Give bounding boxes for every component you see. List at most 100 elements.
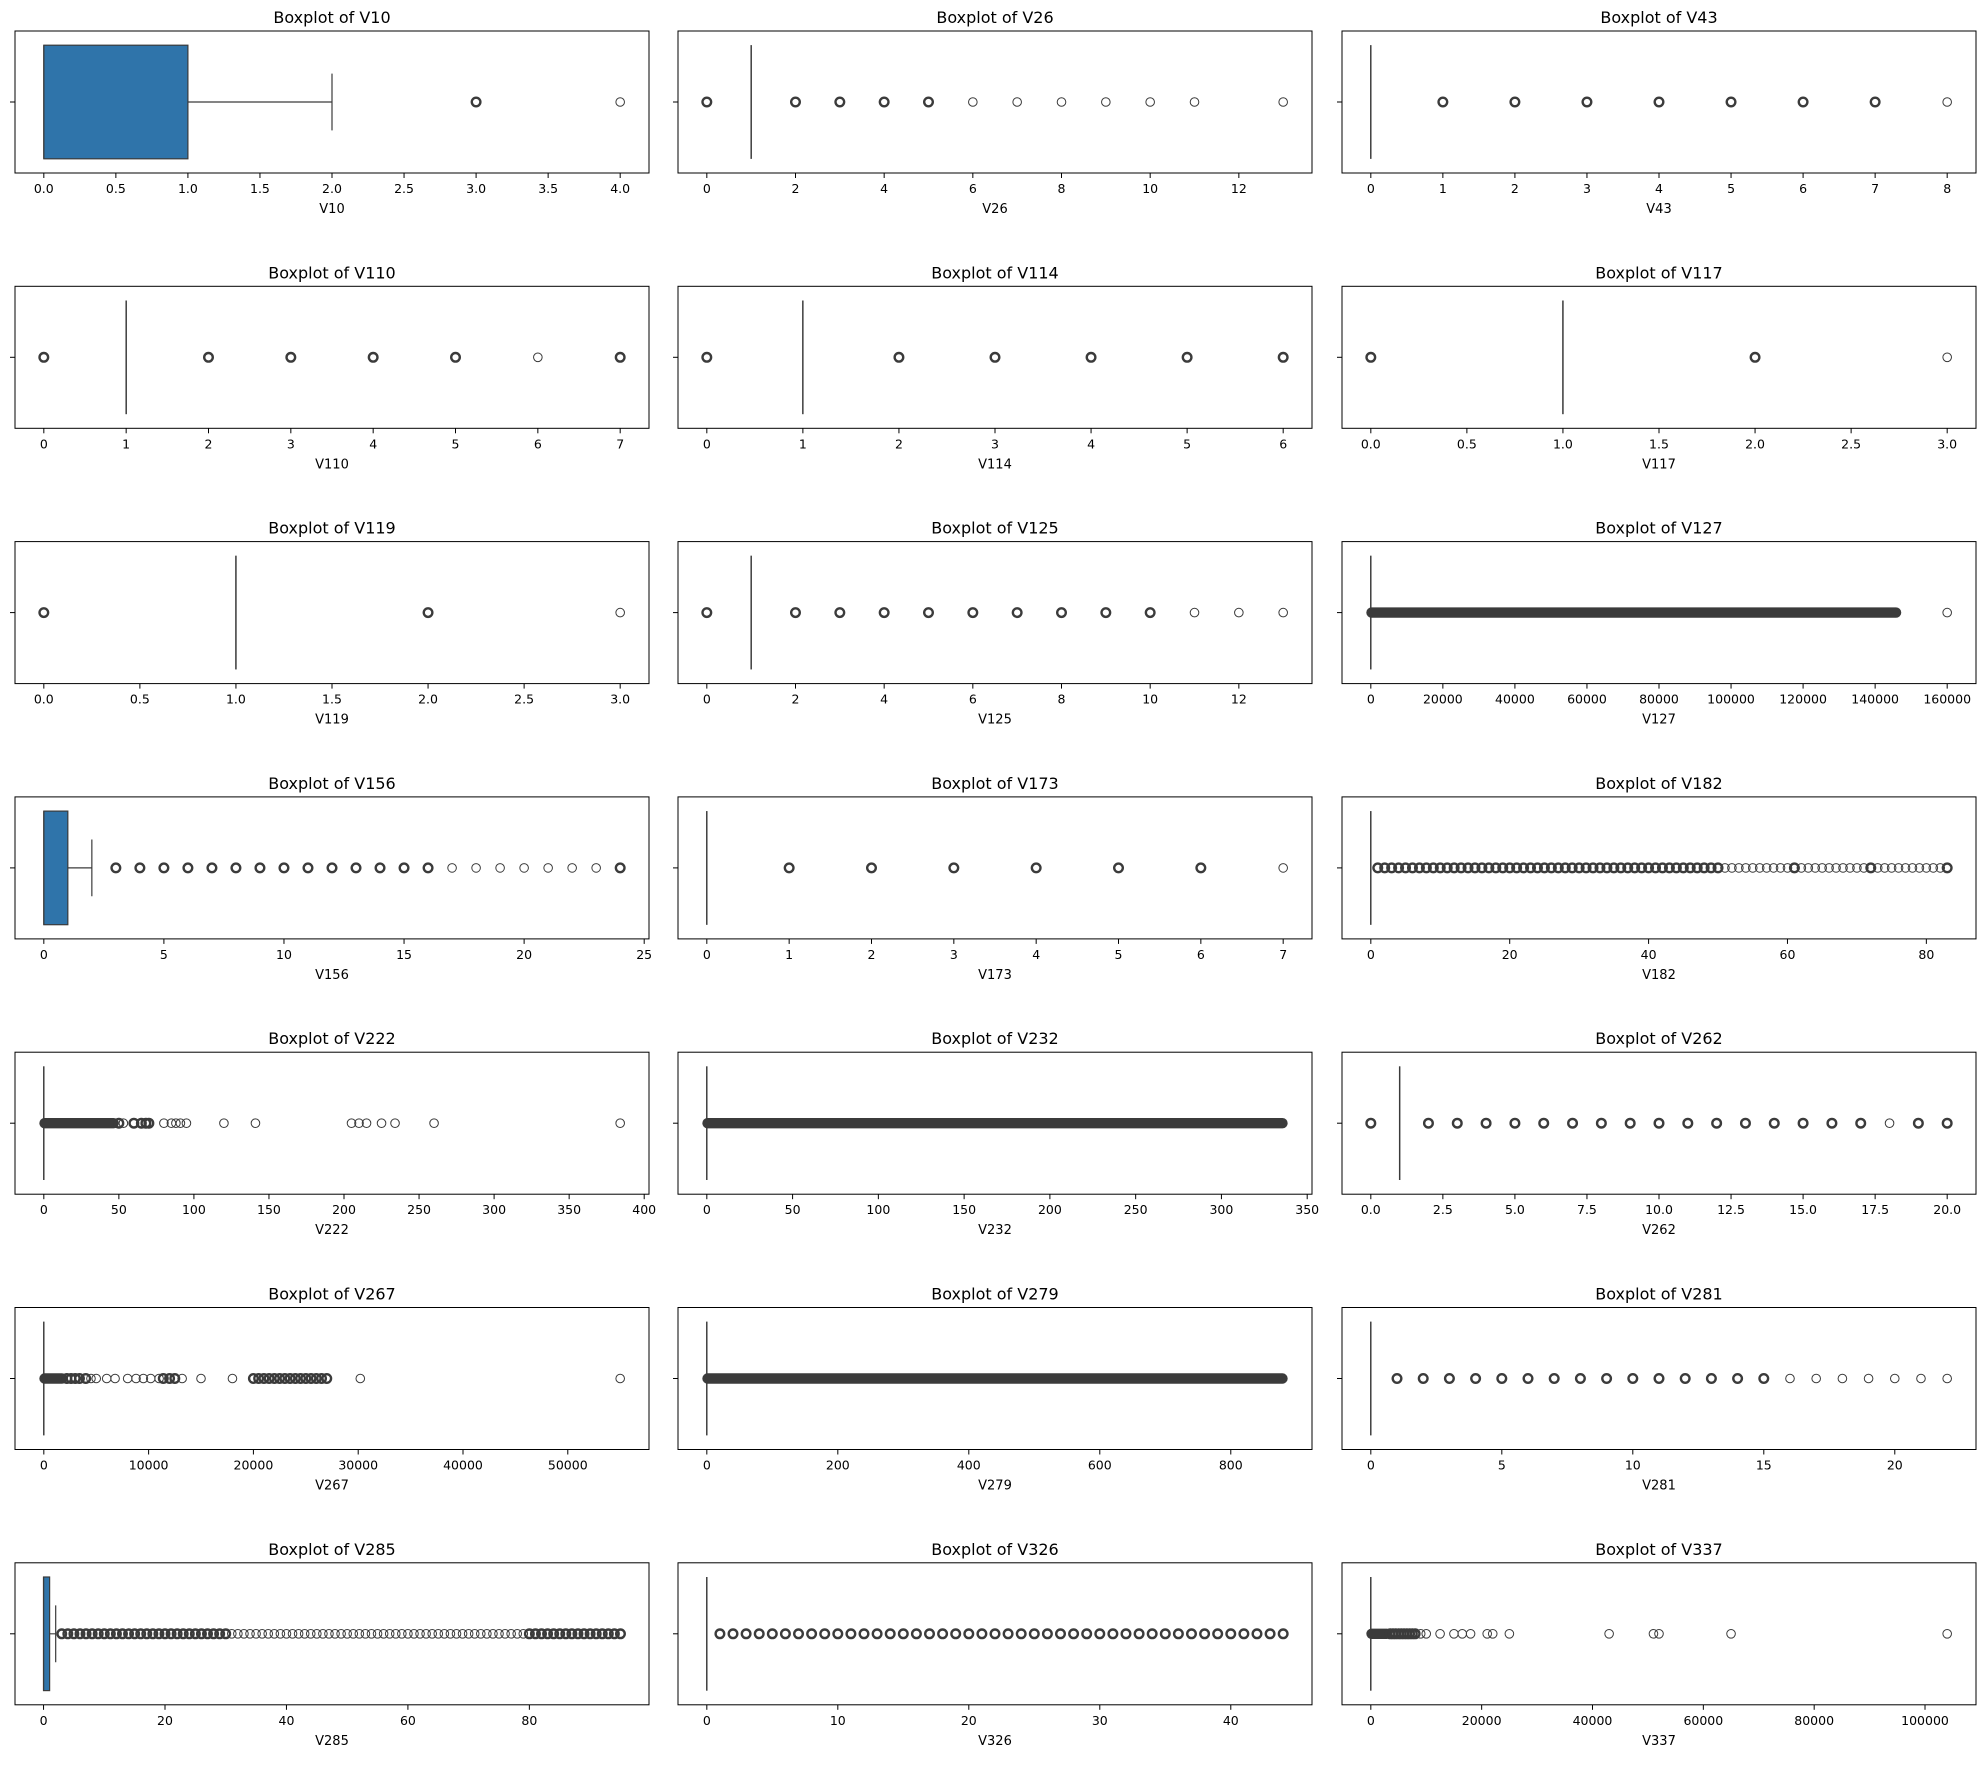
outlier-point <box>495 863 505 873</box>
outlier-point <box>1935 863 1946 873</box>
outlier-point <box>1656 862 1668 874</box>
outlier-point <box>1928 863 1939 873</box>
outlier-point <box>1482 1629 1492 1639</box>
outlier-point <box>250 1118 261 1128</box>
outlier-point <box>421 1629 431 1639</box>
x-tick-label: 100 <box>866 1202 890 1217</box>
outlier-point <box>86 1373 96 1384</box>
plot-area <box>1370 45 1952 159</box>
x-tick-label: 100000 <box>1901 1713 1949 1728</box>
outlier-point <box>253 1372 265 1384</box>
outlier-point <box>157 1372 169 1384</box>
x-axis-label: V110 <box>315 457 349 472</box>
x-axis-label: V222 <box>315 1223 349 1238</box>
x-tick-label: 3.0 <box>1937 436 1957 451</box>
outlier-point <box>195 1628 207 1640</box>
x-axis-label: V119 <box>315 713 349 728</box>
outlier-point <box>615 607 625 618</box>
outlier-point <box>523 1628 535 1640</box>
outlier-point <box>251 1629 261 1639</box>
plot-frame <box>14 1307 650 1450</box>
outlier-point <box>1145 97 1155 107</box>
outlier-point <box>1451 1117 1463 1129</box>
outlier-point <box>1443 1372 1455 1384</box>
outlier-point <box>1011 607 1023 619</box>
outlier-point <box>1886 863 1897 873</box>
x-tick-label: 300 <box>1209 1202 1233 1217</box>
x-axis-label: V10 <box>319 202 344 217</box>
outlier-point <box>1648 1629 1659 1639</box>
outlier-point <box>1775 863 1786 873</box>
chart-title: Boxplot of V43 <box>1600 8 1717 27</box>
x-tick-label: 160000 <box>1923 692 1971 707</box>
x-tick-label: 30 <box>1092 1713 1108 1728</box>
x-tick-label: 140000 <box>1851 692 1899 707</box>
outlier-point <box>1797 96 1809 108</box>
outlier-point <box>614 1628 626 1640</box>
plot-area <box>701 45 1288 159</box>
x-tick-label: 2 <box>895 436 903 451</box>
outlier-point <box>989 351 1001 363</box>
x-tick-label: 2 <box>792 692 800 707</box>
outlier-point <box>560 1628 572 1640</box>
plot-frame <box>677 1562 1313 1706</box>
outlier-point <box>1653 1372 1665 1384</box>
plot-area <box>1366 1577 1952 1691</box>
outlier-point <box>533 352 543 363</box>
outlier-point <box>1199 1628 1211 1640</box>
outlier-point <box>202 1628 214 1640</box>
outlier-point <box>1559 862 1571 874</box>
chart-title: Boxplot of V285 <box>268 1540 395 1559</box>
outlier-point <box>355 1373 366 1384</box>
outlier-point <box>1386 862 1398 874</box>
outlier-point <box>471 863 481 873</box>
outlier-point <box>1420 862 1432 874</box>
outlier-point <box>1907 863 1918 873</box>
outlier-point <box>1409 1628 1421 1640</box>
outlier-point <box>858 1628 870 1640</box>
outlier-point <box>1942 352 1952 363</box>
outlier-point <box>104 1628 116 1640</box>
outlier-point <box>1480 1117 1492 1129</box>
outlier-point <box>122 1373 133 1384</box>
outlier-point <box>1552 862 1564 874</box>
outlier-point <box>989 1628 1001 1640</box>
chart-title: Boxplot of V232 <box>931 1029 1058 1048</box>
outlier-point <box>1522 1372 1534 1384</box>
outlier-point <box>182 862 194 874</box>
x-tick-label: 6 <box>1279 436 1287 451</box>
outlier-point <box>714 1628 726 1640</box>
outlier-point <box>445 1629 456 1639</box>
outlier-point <box>506 1629 516 1639</box>
x-tick-label: 4 <box>1655 181 1663 196</box>
x-tick-label: 2.0 <box>1745 436 1765 451</box>
outlier-point <box>376 1118 387 1128</box>
outlier-point <box>922 607 934 619</box>
outlier-point <box>263 1372 275 1384</box>
outlier-point <box>727 1628 739 1640</box>
outlier-point <box>884 1628 896 1640</box>
x-tick-label: 400 <box>632 1202 656 1217</box>
chart-title: Boxplot of V127 <box>1595 519 1722 538</box>
outlier-point <box>374 862 386 874</box>
plot-area <box>1365 1066 1953 1180</box>
x-tick-label: 0 <box>1367 692 1375 707</box>
x-tick-label: 2.5 <box>1433 1202 1453 1217</box>
x-tick-label: 0 <box>40 1458 48 1473</box>
outlier-point <box>1497 862 1509 874</box>
outlier-point <box>1624 1117 1636 1129</box>
outlier-point <box>390 1629 401 1639</box>
chart-title: Boxplot of V114 <box>931 263 1058 282</box>
outlier-point <box>1663 862 1675 874</box>
outlier-point <box>608 1628 620 1640</box>
chart-title: Boxplot of V326 <box>931 1540 1058 1559</box>
outlier-point <box>1845 863 1855 873</box>
outlier-point <box>159 1628 171 1640</box>
x-tick-label: 20000 <box>234 1458 274 1473</box>
outlier-point <box>1653 1117 1665 1129</box>
outlier-point <box>1113 862 1125 874</box>
outlier-point <box>171 1628 183 1640</box>
